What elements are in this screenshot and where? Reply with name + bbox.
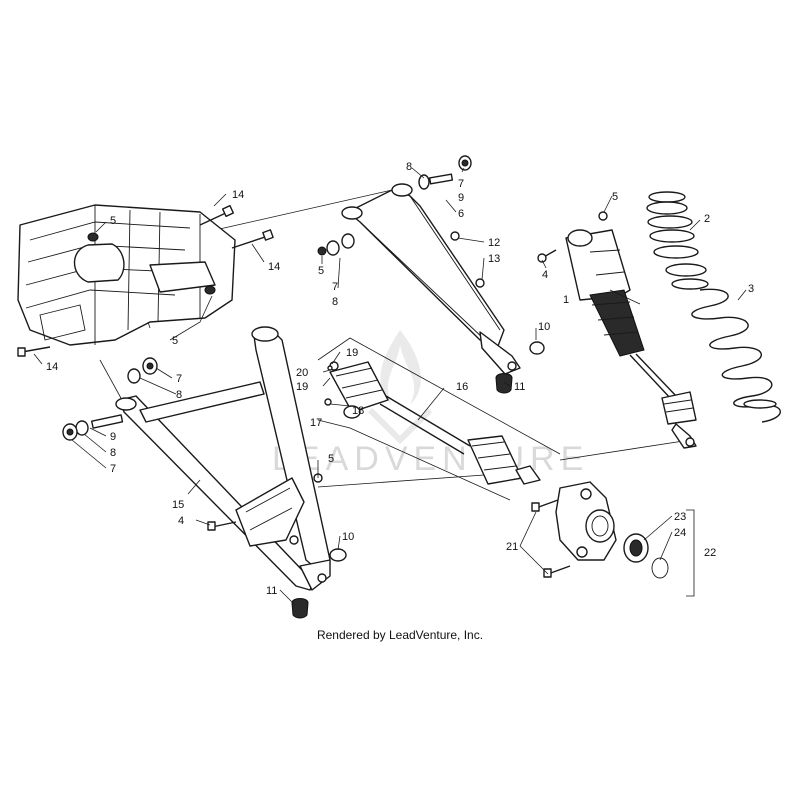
callout-7: 7 bbox=[332, 281, 338, 293]
callout-10: 10 bbox=[342, 531, 354, 543]
watermark-text: LEADVENTURE bbox=[272, 440, 589, 478]
callout-5: 5 bbox=[172, 335, 178, 347]
bolt-14-lower bbox=[17, 346, 51, 357]
callout-1: 1 bbox=[563, 294, 569, 306]
upper-a-arm bbox=[341, 183, 521, 375]
callout-9: 9 bbox=[458, 192, 464, 204]
callout-7: 7 bbox=[176, 373, 182, 385]
callout-17: 17 bbox=[310, 417, 322, 429]
callout-20: 20 bbox=[296, 367, 308, 379]
callout-24: 24 bbox=[674, 527, 686, 539]
callout-14: 14 bbox=[232, 189, 244, 201]
steering-knuckle bbox=[531, 481, 617, 578]
watermark-logo bbox=[367, 330, 433, 445]
callout-5: 5 bbox=[110, 215, 116, 227]
callout-23: 23 bbox=[674, 511, 686, 523]
lower-a-arm bbox=[115, 326, 331, 591]
callout-19: 19 bbox=[296, 381, 308, 393]
callout-11: 11 bbox=[266, 585, 277, 597]
callout-18: 18 bbox=[352, 405, 364, 417]
callout-12: 12 bbox=[488, 237, 500, 249]
callout-leader-lines bbox=[33, 167, 747, 605]
callout-5: 5 bbox=[318, 265, 324, 277]
callout-16: 16 bbox=[456, 381, 468, 393]
callout-8: 8 bbox=[176, 389, 182, 401]
render-credit: Rendered by LeadVenture, Inc. bbox=[316, 628, 484, 642]
drive-axle bbox=[324, 361, 541, 485]
callout-15: 15 bbox=[172, 499, 184, 511]
callout-3: 3 bbox=[748, 283, 754, 295]
callout-4: 4 bbox=[542, 269, 548, 281]
bolt-14-middle bbox=[231, 229, 274, 249]
shock-absorber bbox=[537, 211, 697, 449]
wheel-bearing bbox=[623, 509, 695, 597]
callout-19: 19 bbox=[346, 347, 358, 359]
callout-6: 6 bbox=[458, 208, 464, 220]
upper-arm-hardware bbox=[317, 155, 545, 394]
callout-21: 21 bbox=[506, 541, 518, 553]
callout-8: 8 bbox=[110, 447, 116, 459]
callout-7: 7 bbox=[458, 178, 464, 190]
callout-14: 14 bbox=[268, 261, 280, 273]
callout-5: 5 bbox=[328, 453, 334, 465]
callout-8: 8 bbox=[332, 296, 338, 308]
callout-22: 22 bbox=[704, 547, 716, 559]
callout-8: 8 bbox=[406, 161, 412, 173]
callout-10: 10 bbox=[538, 321, 550, 333]
callout-9: 9 bbox=[110, 431, 116, 443]
callout-14: 14 bbox=[46, 361, 58, 373]
bolt-14-upper bbox=[199, 204, 235, 226]
callout-13: 13 bbox=[488, 253, 500, 265]
coil-spring bbox=[691, 288, 781, 423]
callout-4: 4 bbox=[178, 515, 184, 527]
callout-5: 5 bbox=[612, 191, 618, 203]
callout-labels: 14 5 14 14 5 8 7 9 6 12 13 5 7 8 10 11 5… bbox=[46, 161, 754, 597]
callout-7: 7 bbox=[110, 463, 116, 475]
spring-retainer-stack bbox=[646, 191, 709, 290]
lower-arm-hardware bbox=[62, 357, 347, 619]
axle-bracket-lines bbox=[317, 337, 561, 501]
callout-2: 2 bbox=[704, 213, 710, 225]
callout-11: 11 bbox=[514, 381, 525, 393]
vehicle-frame bbox=[17, 204, 236, 346]
